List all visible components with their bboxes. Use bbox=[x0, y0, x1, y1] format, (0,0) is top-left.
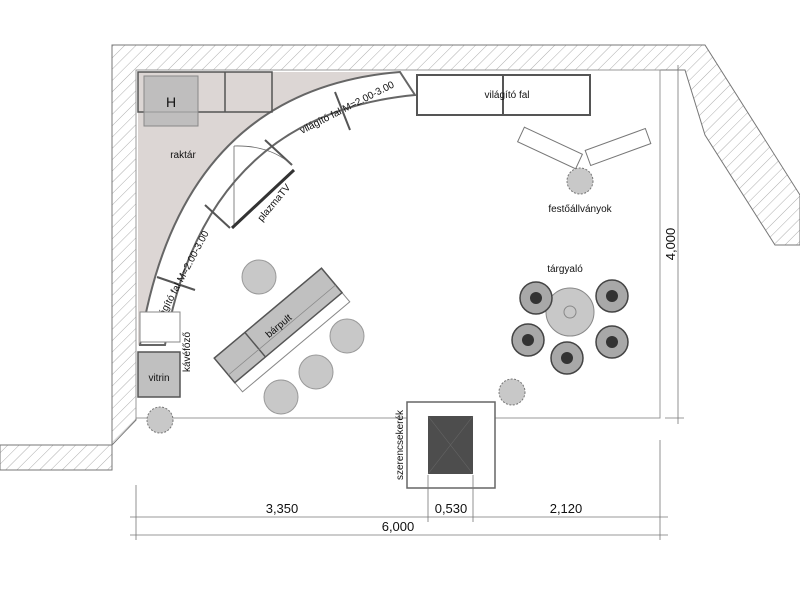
dimension-0530: 0,530 bbox=[435, 501, 468, 516]
vitrine-label: vitrin bbox=[148, 373, 169, 384]
plant-icon bbox=[146, 406, 174, 434]
easels-label: festőállványok bbox=[548, 204, 612, 215]
meeting-table bbox=[545, 287, 595, 337]
fridge-h-label: H bbox=[166, 94, 176, 110]
easel bbox=[584, 127, 652, 167]
plant-icon bbox=[566, 167, 594, 195]
dimension-height: 4,000 bbox=[663, 228, 678, 261]
coffee-label: kávéfőző bbox=[182, 332, 193, 372]
easel bbox=[516, 126, 584, 170]
cabinet bbox=[137, 71, 273, 113]
bar-stool bbox=[241, 259, 277, 295]
coffee-machine bbox=[139, 311, 181, 343]
light-wall-right-label: világító fal bbox=[484, 90, 529, 101]
fridge-h bbox=[143, 75, 199, 127]
dimension-2120: 2,120 bbox=[550, 501, 583, 516]
bar-stool bbox=[329, 318, 365, 354]
storage-label: raktár bbox=[170, 150, 196, 161]
plant-icon bbox=[498, 378, 526, 406]
storage-area bbox=[138, 72, 400, 345]
meeting-label: tárgyaló bbox=[547, 264, 583, 275]
bar-stool bbox=[263, 379, 299, 415]
bar-counter: bárpult bbox=[213, 267, 351, 393]
plasma-tv bbox=[230, 168, 296, 230]
dimension-3350: 3,350 bbox=[266, 501, 299, 516]
bar-stool bbox=[298, 354, 334, 390]
dimension-total-width: 6,000 bbox=[382, 519, 415, 534]
slot-machine-label: szerencsekerék bbox=[395, 409, 406, 480]
vitrine bbox=[137, 351, 181, 398]
